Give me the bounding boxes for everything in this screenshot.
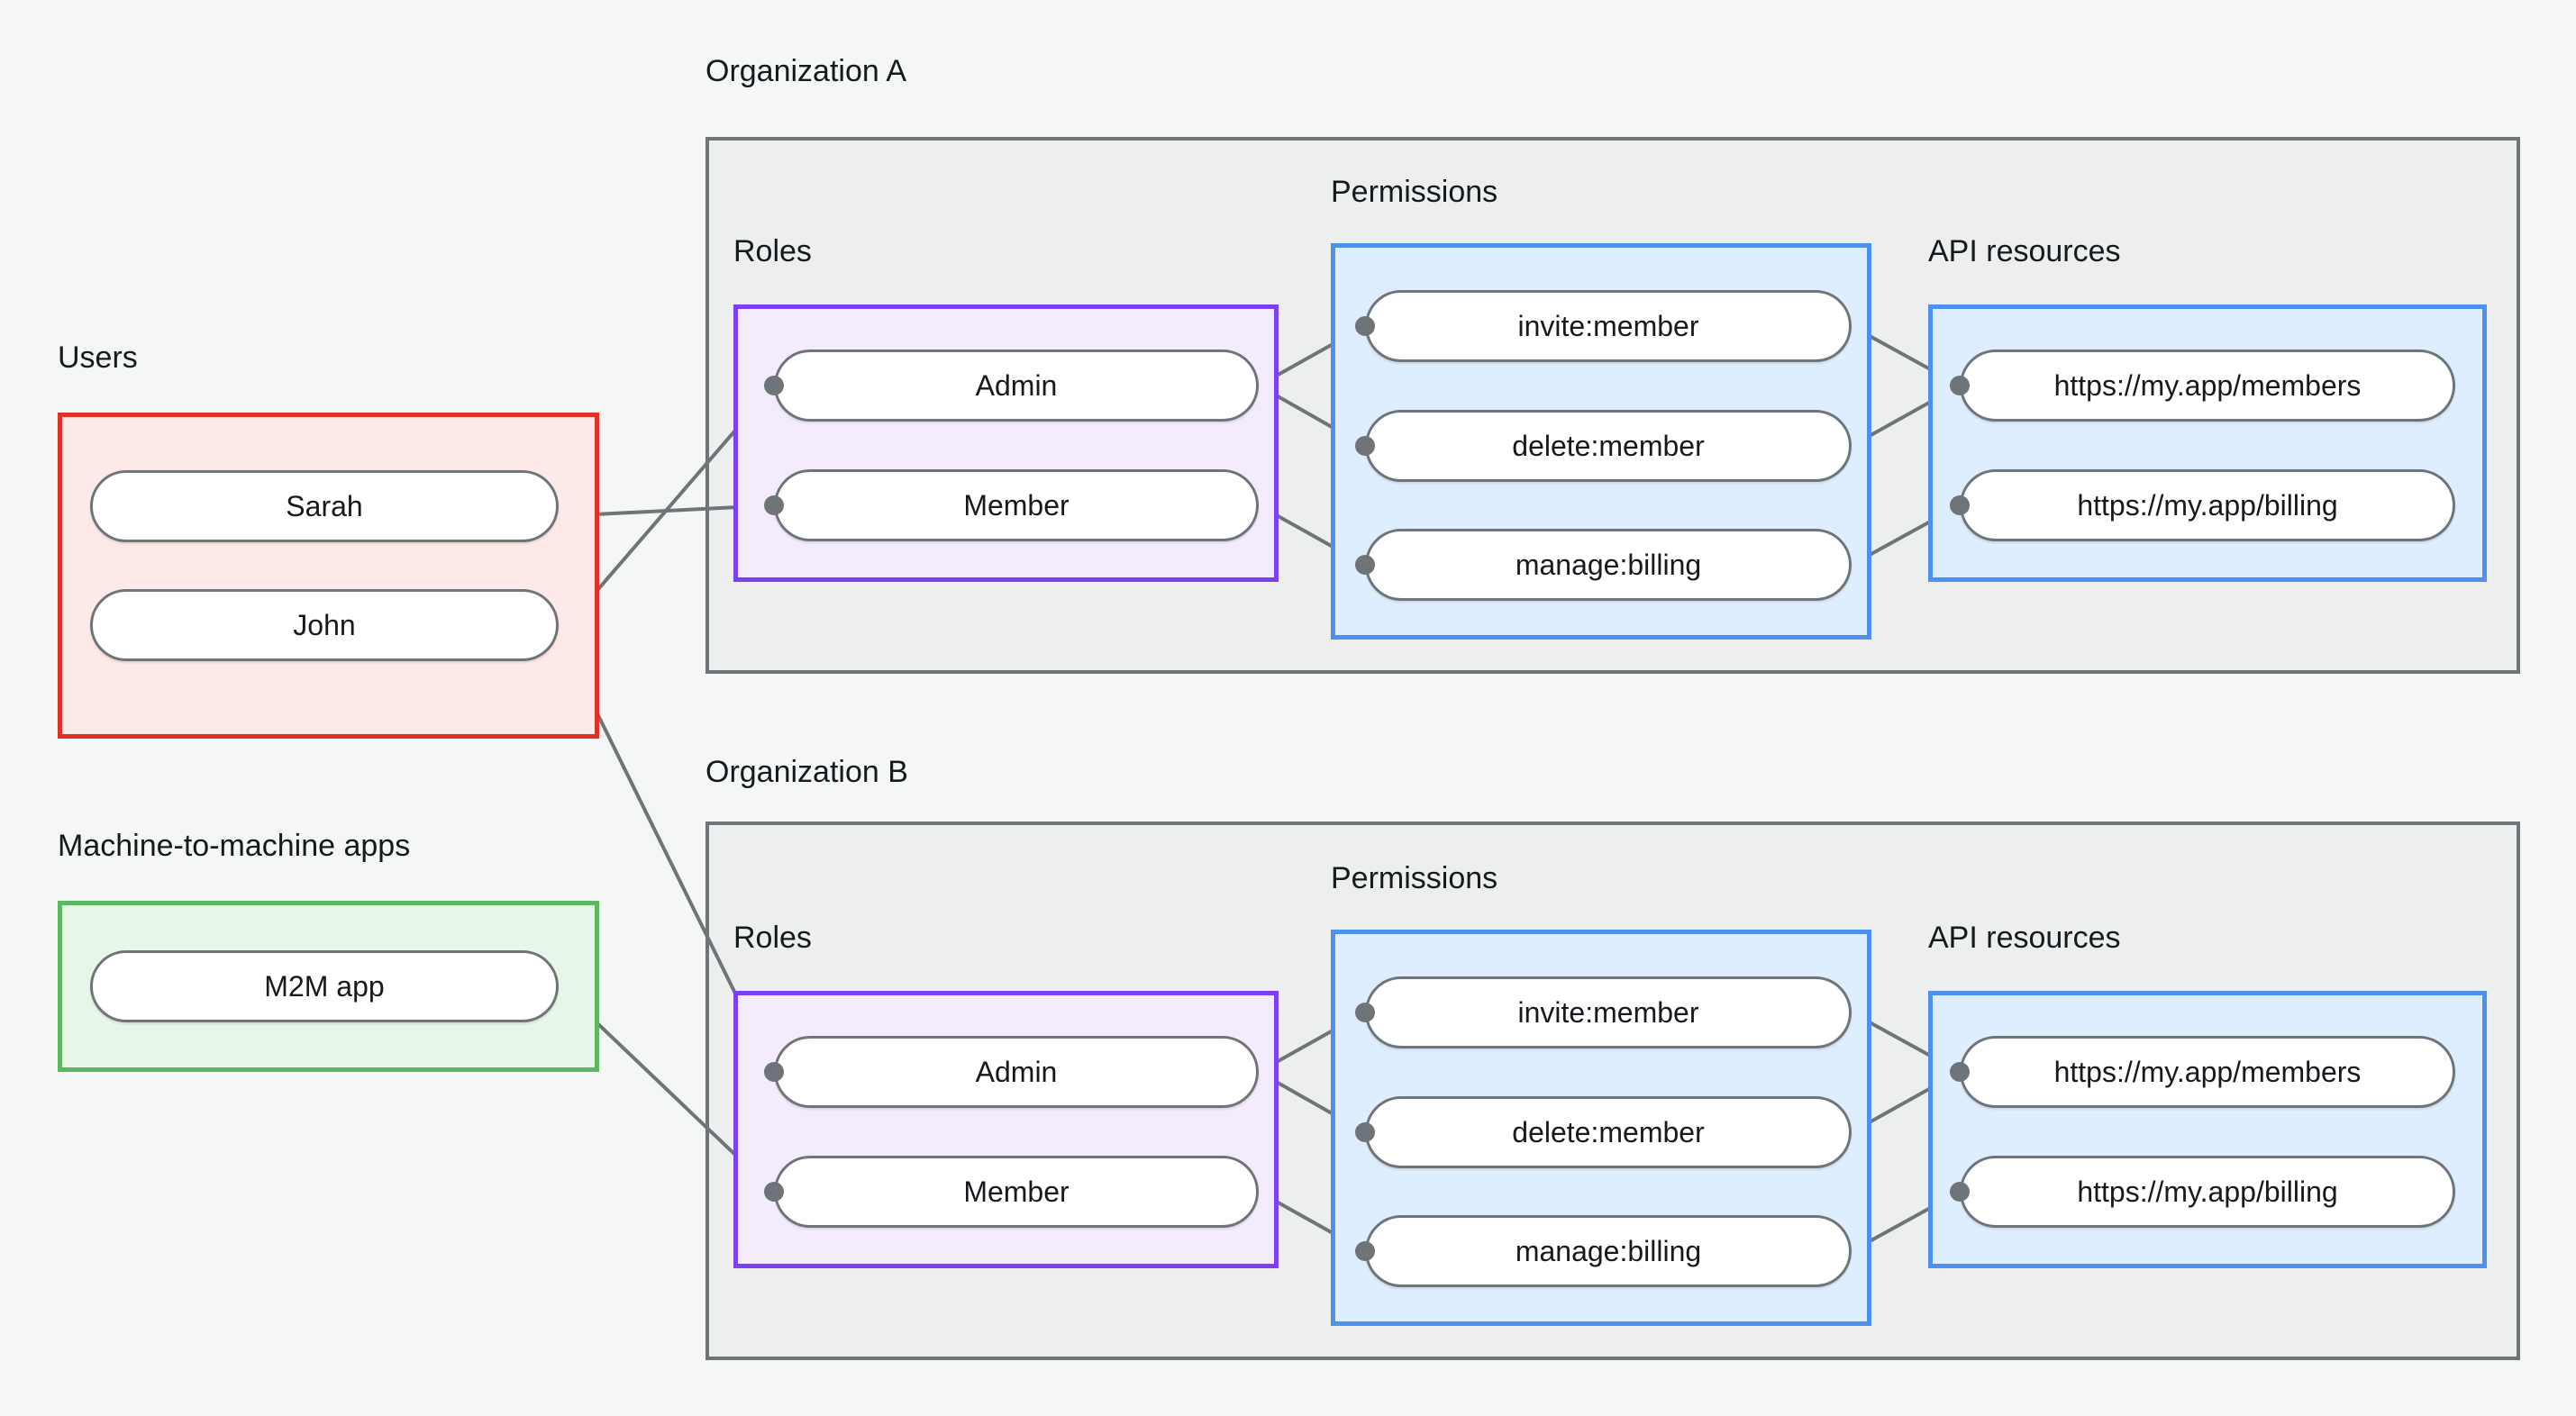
node-api-resource-billing-org-b[interactable]: https://my.app/billing <box>1960 1156 2455 1228</box>
node-permission-delete-member-org-a[interactable]: delete:member <box>1365 410 1852 482</box>
users-group-box <box>58 413 599 739</box>
node-permission-manage-billing-org-b[interactable]: manage:billing <box>1365 1215 1852 1287</box>
caption-roles-a: Roles <box>733 234 812 268</box>
node-api-resource-members-org-b[interactable]: https://my.app/members <box>1960 1036 2455 1108</box>
node-role-member-org-a[interactable]: Member <box>774 469 1259 541</box>
caption-roles-b: Roles <box>733 921 812 955</box>
node-api-resource-members-org-a[interactable]: https://my.app/members <box>1960 349 2455 422</box>
node-permission-invite-member-org-a[interactable]: invite:member <box>1365 290 1852 362</box>
node-user-sarah[interactable]: Sarah <box>90 470 559 542</box>
caption-m2m-apps: Machine-to-machine apps <box>58 829 411 863</box>
node-m2m-app[interactable]: M2M app <box>90 950 559 1022</box>
caption-users: Users <box>58 340 138 375</box>
node-permission-delete-member-org-b[interactable]: delete:member <box>1365 1096 1852 1168</box>
node-role-admin-org-a[interactable]: Admin <box>774 349 1259 422</box>
caption-permissions-a: Permissions <box>1331 175 1498 209</box>
caption-api-resources-a: API resources <box>1928 234 2121 268</box>
node-api-resource-billing-org-a[interactable]: https://my.app/billing <box>1960 469 2455 541</box>
node-permission-manage-billing-org-a[interactable]: manage:billing <box>1365 529 1852 601</box>
node-role-admin-org-b[interactable]: Admin <box>774 1036 1259 1108</box>
node-permission-invite-member-org-b[interactable]: invite:member <box>1365 976 1852 1048</box>
caption-organization-b: Organization B <box>705 755 908 789</box>
node-role-member-org-b[interactable]: Member <box>774 1156 1259 1228</box>
caption-organization-a: Organization A <box>705 54 907 88</box>
caption-permissions-b: Permissions <box>1331 861 1498 895</box>
caption-api-resources-b: API resources <box>1928 921 2121 955</box>
node-user-john[interactable]: John <box>90 589 559 661</box>
